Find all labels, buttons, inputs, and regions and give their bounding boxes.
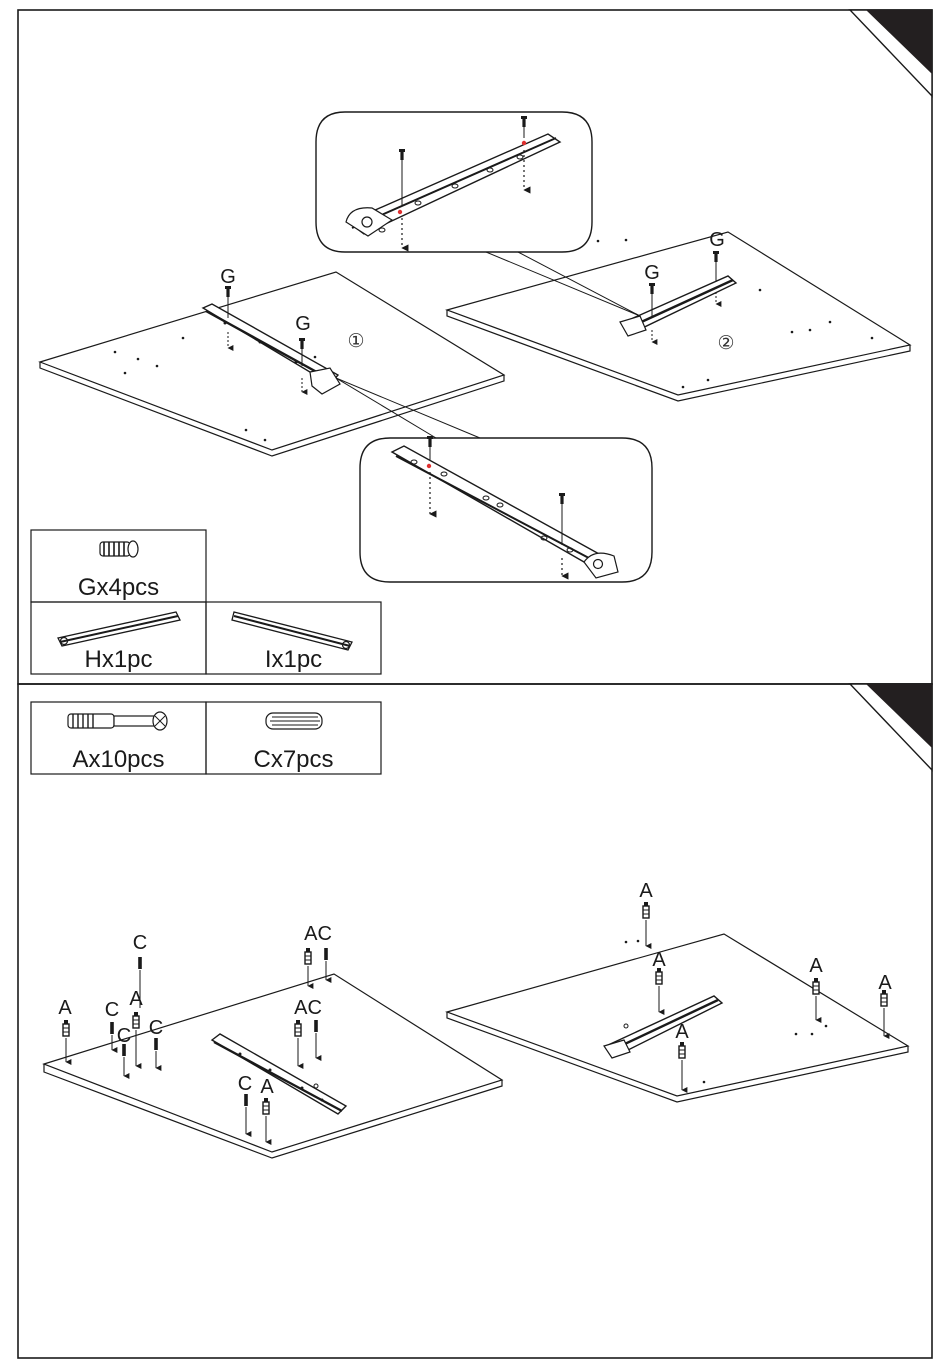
part-letter: C [133, 933, 147, 953]
part-letter: A [260, 1077, 273, 1097]
rail-i-icon [232, 612, 352, 650]
part-letter: A [675, 1022, 688, 1042]
step2-corner-tab [850, 684, 932, 770]
part-letter: A [878, 973, 891, 993]
part-letter-g: G [644, 263, 660, 283]
board-number-1: ① [347, 330, 364, 352]
rail-h-icon [58, 612, 180, 646]
board-2 [447, 232, 910, 401]
step1-corner-tab [850, 10, 932, 96]
part-letter: A [58, 998, 71, 1018]
part-letter: AC [294, 998, 322, 1018]
part-letter-g: G [295, 314, 311, 334]
part-letter: A [639, 881, 652, 901]
part-c-label: Cx7pcs [206, 748, 381, 772]
part-g-label: Gx4pcs [31, 576, 206, 600]
screw-icon [100, 541, 138, 557]
board-1 [40, 272, 504, 456]
cam-bolt-icon [68, 712, 167, 730]
part-letter: C [149, 1018, 163, 1038]
part-i-label: Ix1pc [206, 648, 381, 672]
part-letter: C [238, 1074, 252, 1094]
part-h-label: Hx1pc [31, 648, 206, 672]
part-letter-g: G [220, 267, 236, 287]
board-number-2: ② [717, 332, 734, 354]
part-letter: A [652, 950, 665, 970]
part-letter: A [809, 956, 822, 976]
part-letter: AC [304, 924, 332, 944]
part-letter: C [117, 1026, 131, 1046]
part-letter: C [105, 1000, 119, 1020]
part-letter: A [129, 989, 142, 1009]
part-a-label: Ax10pcs [31, 748, 206, 772]
part-letter-g: G [709, 230, 725, 250]
dowel-icon [266, 713, 322, 729]
